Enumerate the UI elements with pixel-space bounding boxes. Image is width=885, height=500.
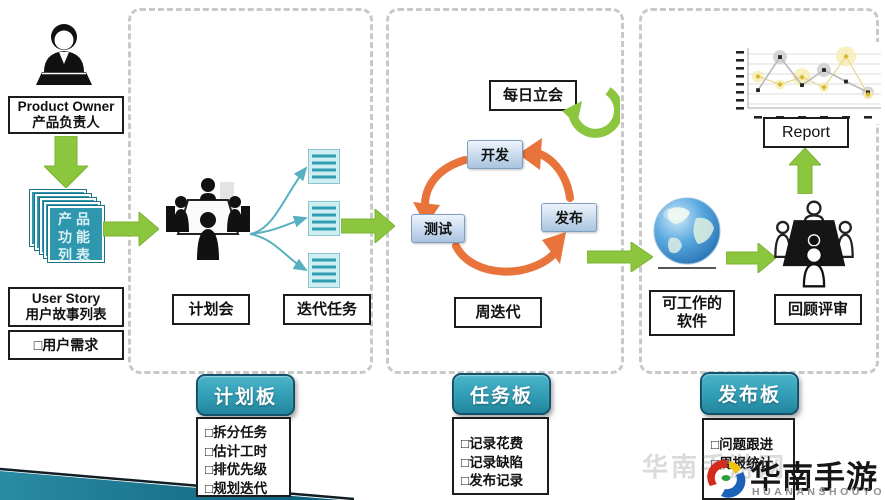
report-chart bbox=[733, 42, 883, 124]
task-board-list: □记录花费 □记录缺陷 □发布记录 bbox=[452, 417, 549, 495]
daily-standup-label: 每日立会 bbox=[489, 80, 577, 111]
list-item: □排优先级 bbox=[205, 462, 268, 477]
weekly-iteration-label: 周迭代 bbox=[454, 297, 542, 328]
review-meeting-icon bbox=[774, 200, 854, 288]
planning-meeting-icon bbox=[166, 178, 250, 260]
list-item: □问题跟进 bbox=[711, 437, 774, 452]
node-testing: 测试 bbox=[411, 214, 465, 243]
list-item: □拆分任务 bbox=[205, 425, 268, 440]
planning-meeting-label: 计划会 bbox=[172, 294, 250, 325]
working-software-label: 可工作的软件 bbox=[649, 290, 735, 336]
list-item: □记录花费 bbox=[461, 436, 524, 451]
task-document-icon bbox=[308, 149, 340, 184]
planning-board-button: 计划板 bbox=[196, 374, 295, 416]
list-item: □规划迭代 bbox=[205, 480, 268, 496]
iteration-cycle-arrows bbox=[413, 138, 574, 276]
list-item: □估计工时 bbox=[205, 443, 268, 459]
branch-connectors bbox=[249, 166, 308, 272]
release-board-list: □问题跟进 □周报统计 bbox=[702, 418, 795, 500]
watermark-brand-text: 华南手游网 bbox=[750, 460, 878, 495]
arrow-right-icon bbox=[341, 209, 395, 243]
watermark-logo-icon bbox=[707, 459, 746, 498]
task-board-button: 任务板 bbox=[452, 373, 551, 415]
user-requirement-label: □用户需求 bbox=[8, 330, 124, 360]
review-label: 回顾评审 bbox=[774, 294, 862, 325]
product-backlog-label: 产品 功能 列表 bbox=[58, 211, 94, 263]
arrow-down-icon bbox=[44, 136, 88, 188]
planning-board-list: □拆分任务 □估计工时 □排优先级 □规划迭代 bbox=[196, 417, 291, 497]
circular-arrow-icon bbox=[562, 87, 620, 138]
watermark-brand-latin: HUANANSHOUYOUWANG bbox=[752, 486, 885, 498]
globe-icon bbox=[653, 197, 721, 269]
list-item: □发布记录 bbox=[461, 473, 524, 488]
node-development: 开发 bbox=[467, 140, 523, 169]
arrow-right-icon bbox=[587, 242, 653, 272]
task-document-icon bbox=[308, 253, 340, 288]
product-backlog-cards: 产品 功能 列表 bbox=[30, 190, 110, 268]
arrow-right-icon bbox=[103, 212, 159, 246]
arrow-up-icon bbox=[789, 148, 821, 194]
node-release: 发布 bbox=[541, 203, 597, 232]
arrow-right-icon bbox=[726, 243, 776, 273]
planning-panel bbox=[128, 8, 373, 374]
report-label: Report bbox=[763, 117, 849, 148]
person-icon bbox=[36, 24, 92, 85]
iteration-tasks-label: 迭代任务 bbox=[283, 294, 371, 325]
corner-wedge-decoration bbox=[0, 467, 355, 500]
list-item: □记录缺陷 bbox=[461, 454, 524, 470]
iteration-panel bbox=[386, 8, 624, 374]
release-board-button: 发布板 bbox=[700, 372, 799, 415]
task-document-icon bbox=[308, 201, 340, 236]
